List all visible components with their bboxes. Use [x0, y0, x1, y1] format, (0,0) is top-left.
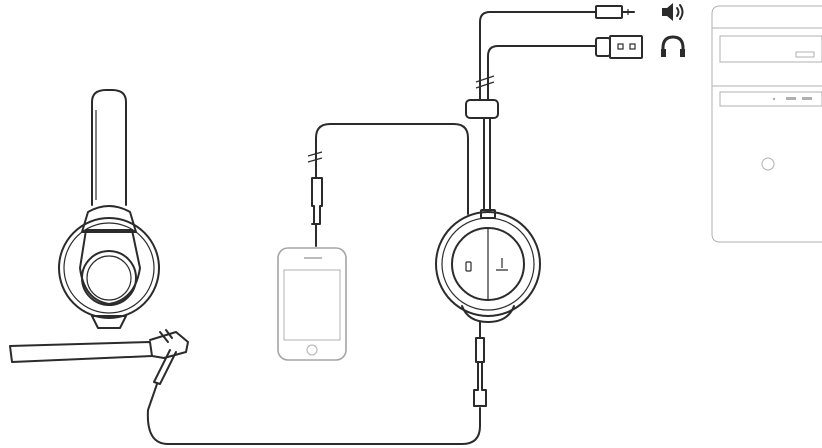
- headset-icon: [58, 89, 160, 329]
- mic-cable: [146, 383, 481, 445]
- control-module-icon: [435, 209, 541, 407]
- headphone-icon: [661, 35, 685, 57]
- phone-cable: [307, 123, 469, 247]
- boom-microphone-icon: [9, 329, 189, 385]
- splitter-cable: [465, 11, 597, 211]
- pc-mode-icon: [496, 258, 508, 271]
- audio-jack-plug: [595, 5, 635, 19]
- desktop-tower-icon: [711, 5, 822, 243]
- usb-plug: [595, 35, 643, 59]
- mobile-mode-icon: [465, 261, 472, 272]
- smartphone-icon: [277, 247, 347, 361]
- speaker-icon: [662, 3, 684, 21]
